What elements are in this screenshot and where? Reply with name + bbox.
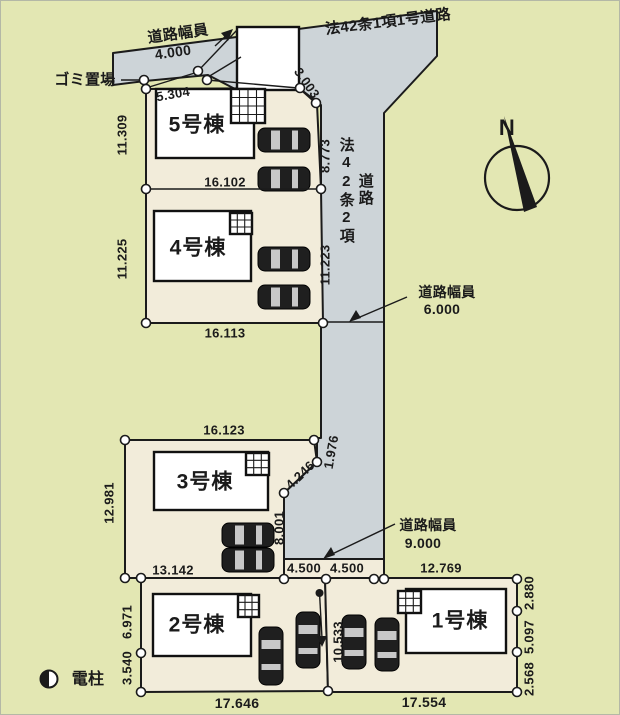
building-3-label: 3号棟 [176, 470, 234, 494]
dim-17554: 17.554 [401, 694, 447, 710]
dim-8001: 8.001 [271, 510, 287, 546]
dim-6971: 6.971 [119, 604, 135, 640]
structure-square [235, 25, 301, 92]
building-1 [404, 587, 508, 655]
dim-17646: 17.646 [214, 695, 260, 711]
car-icon [257, 284, 311, 310]
dim-11223: 11.223 [317, 244, 333, 286]
compass-circle [483, 144, 551, 212]
kerb-lines [197, 29, 299, 89]
entrance-grid-5 [229, 87, 267, 125]
car-icon [258, 626, 284, 686]
dim-13142: 13.142 [152, 562, 194, 578]
entrance-grid-2 [236, 593, 261, 619]
car-icon [341, 614, 367, 670]
leader-width-east [352, 296, 408, 321]
utility-pole-label: 電柱 [71, 671, 105, 688]
road-width-caption-south: 道路幅員 [399, 517, 457, 533]
utility-pole-icon [39, 669, 59, 689]
car-icon [221, 522, 275, 548]
car-icon [374, 617, 400, 672]
survey-points [119, 65, 523, 698]
dim-16113: 16.113 [204, 325, 246, 341]
building-4-label: 4号棟 [169, 236, 227, 260]
dim-line-5304 [145, 71, 199, 89]
leader-width-south [327, 523, 396, 557]
building-2-label: 2号棟 [168, 613, 226, 637]
dim-5097: 5.097 [521, 619, 537, 655]
dim-3540: 3.540 [119, 650, 135, 686]
dim-16123: 16.123 [203, 422, 245, 438]
north-needle-icon [504, 116, 537, 212]
arrowhead [221, 29, 233, 41]
dim-4500-b: 4.500 [329, 560, 365, 576]
entrance-grid-3 [244, 451, 271, 477]
east-road-name-col1: 法42条2項 [337, 137, 355, 245]
dim-2568: 2.568 [521, 661, 537, 697]
dim-11225: 11.225 [114, 238, 130, 280]
entrance-arrow [315, 589, 327, 647]
compass [483, 116, 551, 212]
dim-8773: 8.773 [317, 138, 333, 174]
dim-12769: 12.769 [420, 560, 462, 576]
dim-12981: 12.981 [101, 482, 117, 524]
east-road-name-col2: 道路 [356, 173, 374, 207]
road-width-caption-east: 道路幅員 [418, 284, 476, 300]
north-label: N [498, 115, 516, 140]
car-icon [257, 246, 311, 272]
building-5-label: 5号棟 [168, 113, 226, 137]
dim-11309: 11.309 [114, 114, 130, 156]
car-icon [295, 611, 321, 669]
arrowhead [349, 310, 361, 322]
building-1-label: 1号棟 [431, 609, 489, 633]
entrance-grid-4 [228, 211, 254, 236]
arrowhead [323, 547, 335, 559]
car-icon [221, 547, 275, 573]
garbage-area-label: ゴミ置場 [54, 71, 116, 89]
dim-10533: 10.533 [330, 621, 346, 663]
dim-16102: 16.102 [204, 174, 246, 190]
dim-2880: 2.880 [521, 575, 537, 611]
road-width-value-east: 6.000 [423, 301, 461, 317]
car-icon [257, 166, 311, 192]
building-2 [151, 592, 253, 658]
dim-4500-a: 4.500 [286, 560, 322, 576]
car-icon [257, 127, 311, 153]
entrance-grid-1 [396, 589, 423, 615]
road-width-value-south: 9.000 [404, 535, 442, 551]
